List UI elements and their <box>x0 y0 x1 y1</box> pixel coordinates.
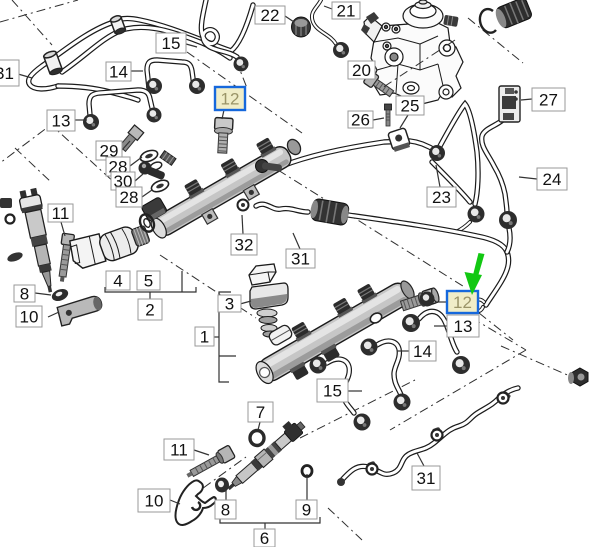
svg-text:12: 12 <box>453 293 472 312</box>
svg-text:31: 31 <box>417 469 436 488</box>
svg-text:8: 8 <box>221 501 230 520</box>
svg-text:28: 28 <box>120 188 139 207</box>
svg-text:22: 22 <box>261 6 280 25</box>
svg-text:1: 1 <box>200 328 209 347</box>
svg-text:12: 12 <box>221 90 240 109</box>
svg-text:21: 21 <box>337 2 356 21</box>
svg-text:13: 13 <box>454 317 473 336</box>
svg-text:4: 4 <box>113 272 122 291</box>
svg-text:5: 5 <box>144 272 153 291</box>
svg-text:10: 10 <box>145 492 164 511</box>
svg-text:31: 31 <box>0 64 14 83</box>
svg-text:20: 20 <box>352 61 371 80</box>
svg-text:3: 3 <box>225 295 234 314</box>
svg-text:7: 7 <box>256 403 265 422</box>
svg-text:24: 24 <box>543 170 562 189</box>
svg-text:27: 27 <box>539 91 558 110</box>
svg-text:13: 13 <box>52 112 71 131</box>
svg-text:31: 31 <box>291 250 310 269</box>
svg-text:15: 15 <box>162 34 181 53</box>
svg-text:23: 23 <box>432 188 451 207</box>
svg-text:25: 25 <box>401 97 420 116</box>
svg-text:8: 8 <box>20 285 29 304</box>
svg-text:11: 11 <box>52 204 70 223</box>
svg-text:15: 15 <box>323 382 342 401</box>
svg-text:11: 11 <box>170 441 188 460</box>
svg-text:10: 10 <box>20 308 39 327</box>
svg-text:14: 14 <box>109 63 128 82</box>
svg-text:32: 32 <box>235 236 254 255</box>
svg-text:14: 14 <box>413 342 432 361</box>
svg-text:9: 9 <box>302 501 311 520</box>
svg-text:26: 26 <box>351 111 370 130</box>
svg-text:2: 2 <box>145 301 154 320</box>
svg-text:6: 6 <box>260 529 269 547</box>
